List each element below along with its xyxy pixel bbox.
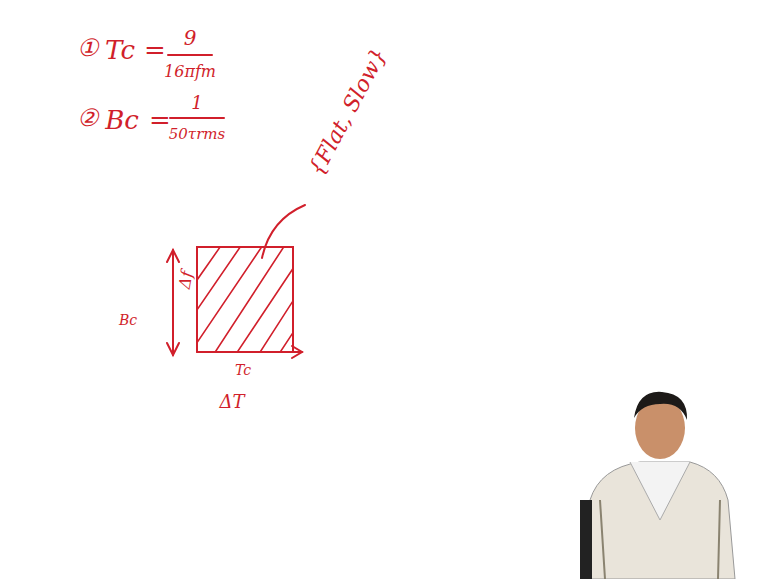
handwritten-label: ΔT bbox=[219, 393, 244, 411]
handwritten-label: Δf bbox=[177, 270, 196, 290]
presenter bbox=[580, 392, 735, 579]
handwritten-label: {Flat, Slow} bbox=[305, 45, 390, 179]
handwritten-label: = bbox=[149, 107, 171, 133]
hatched-square bbox=[197, 247, 293, 352]
handwritten-label: Bc bbox=[119, 313, 137, 327]
handwritten-label: 50τrms bbox=[169, 127, 225, 142]
handwritten-label: 1 bbox=[191, 94, 202, 112]
dimension-arrow bbox=[197, 351, 302, 353]
hatching bbox=[197, 247, 293, 352]
handwritten-label: ① bbox=[77, 36, 99, 60]
handwritten-label: 16πfm bbox=[164, 64, 216, 80]
fraction-bar bbox=[170, 117, 224, 119]
leader-line bbox=[262, 205, 305, 258]
handwritten-label: ② bbox=[77, 106, 99, 130]
arrow-head bbox=[167, 343, 179, 355]
handwritten-label: Tc bbox=[105, 37, 135, 63]
handwritten-label: = bbox=[144, 37, 166, 63]
handwritten-label: Bc bbox=[105, 107, 139, 133]
dimension-arrow bbox=[172, 250, 174, 355]
handwritten-label: Tc bbox=[235, 363, 251, 377]
handwritten-label: 9 bbox=[184, 28, 197, 48]
arrow-head bbox=[292, 346, 302, 358]
fraction-bar bbox=[168, 54, 212, 56]
arrow-head bbox=[167, 250, 179, 262]
